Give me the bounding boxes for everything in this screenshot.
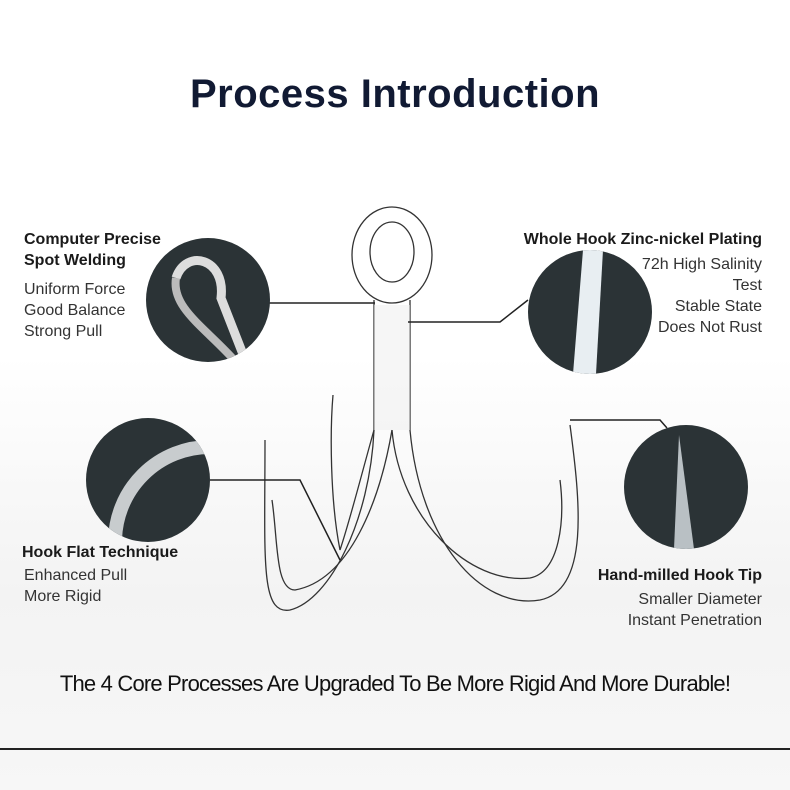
footer-tagline: The 4 Core Processes Are Upgraded To Be … <box>59 671 731 696</box>
detail-line: Does Not Rust <box>657 319 762 336</box>
detail-line: 72h High Salinity <box>641 256 762 273</box>
detail-line: Test <box>732 277 762 294</box>
heading-line: Spot Welding <box>24 252 126 269</box>
feature-details-zinc-nickel: 72h High Salinity Test Stable State Does… <box>642 254 762 338</box>
detail-line: Good Balance <box>24 302 126 319</box>
detail-line: Enhanced Pull <box>24 567 128 584</box>
feature-details-spot-welding: Uniform Force Good Balance Strong Pull <box>24 279 125 342</box>
feature-heading-hook-tip: Hand-milled Hook Tip <box>597 567 762 584</box>
feature-details-hook-tip: Smaller Diameter Instant Penetration <box>628 589 762 631</box>
page-title: Process Introduction <box>189 72 601 116</box>
detail-line: Uniform Force <box>24 281 126 298</box>
feature-details-hook-flat: Enhanced Pull More Rigid <box>24 565 127 607</box>
detail-line: Smaller Diameter <box>638 591 762 608</box>
zinc-nickel-plating-closeup-image <box>528 250 652 374</box>
feature-heading-hook-flat: Hook Flat Technique <box>22 544 179 561</box>
detail-line: Instant Penetration <box>627 612 762 629</box>
feature-heading-zinc-nickel: Whole Hook Zinc-nickel Plating <box>523 231 762 248</box>
hook-tip-closeup-image <box>624 425 748 549</box>
hook-flat-closeup-image <box>86 418 210 542</box>
detail-line: More Rigid <box>24 588 102 605</box>
detail-line: Stable State <box>674 298 762 315</box>
detail-line: Strong Pull <box>24 323 103 340</box>
divider <box>0 748 790 750</box>
spot-welding-closeup-image <box>146 238 270 362</box>
heading-line: Computer Precise <box>24 231 161 248</box>
feature-heading-spot-welding: Computer Precise Spot Welding <box>24 229 161 271</box>
